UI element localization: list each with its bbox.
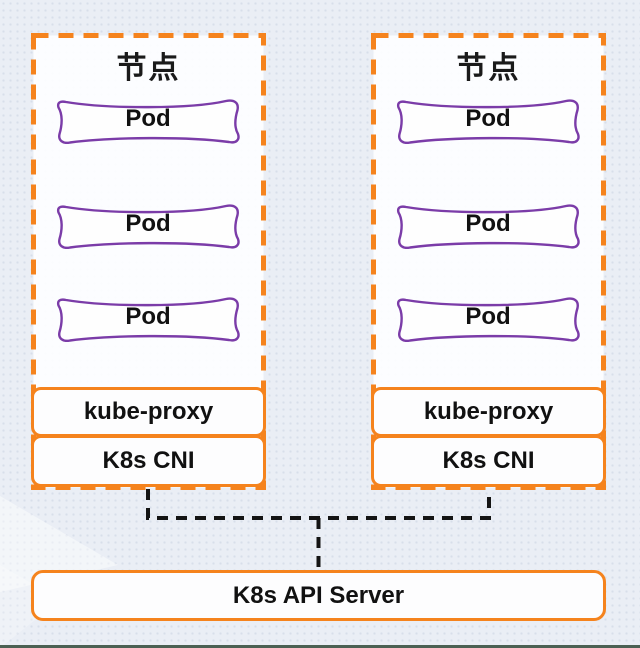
node-box-left: 节点 Pod Pod Pod kube-proxy K8s CNI [31,33,266,490]
pod-shape: Pod [53,199,243,249]
cni-label: K8s CNI [102,447,195,474]
cni-box: K8s CNI [371,435,606,487]
node-box-right: 节点 Pod Pod Pod kube-proxy K8s CNI [371,33,606,490]
pod-shape: Pod [393,94,583,144]
cni-box: K8s CNI [31,435,266,487]
api-server-label: K8s API Server [232,581,405,609]
pod-label: Pod [465,105,511,132]
cni-label: K8s CNI [442,447,535,474]
pod-outline [396,297,580,342]
pod-label: Pod [125,105,171,132]
kube-proxy-box: kube-proxy [371,387,606,437]
node-title: 节点 [116,52,181,85]
pod-label: Pod [465,210,511,237]
kube-proxy-label: kube-proxy [83,398,214,425]
pod-label: Pod [465,303,511,330]
footer-bar [0,645,640,648]
pod-outline [56,297,240,342]
pod-outline [56,99,240,144]
pod-label: Pod [125,210,171,237]
pod-label: Pod [125,303,171,330]
pod-shape: Pod [393,199,583,249]
kube-proxy-box: kube-proxy [31,387,266,437]
pod-shape: Pod [393,292,583,342]
api-server-box: K8s API Server [31,570,606,621]
kube-proxy-label: kube-proxy [423,398,554,425]
pod-shape: Pod [53,94,243,144]
pod-outline [56,204,240,249]
pod-outline [396,99,580,144]
node-title: 节点 [456,52,521,85]
pod-outline [396,204,580,249]
pod-shape: Pod [53,292,243,342]
